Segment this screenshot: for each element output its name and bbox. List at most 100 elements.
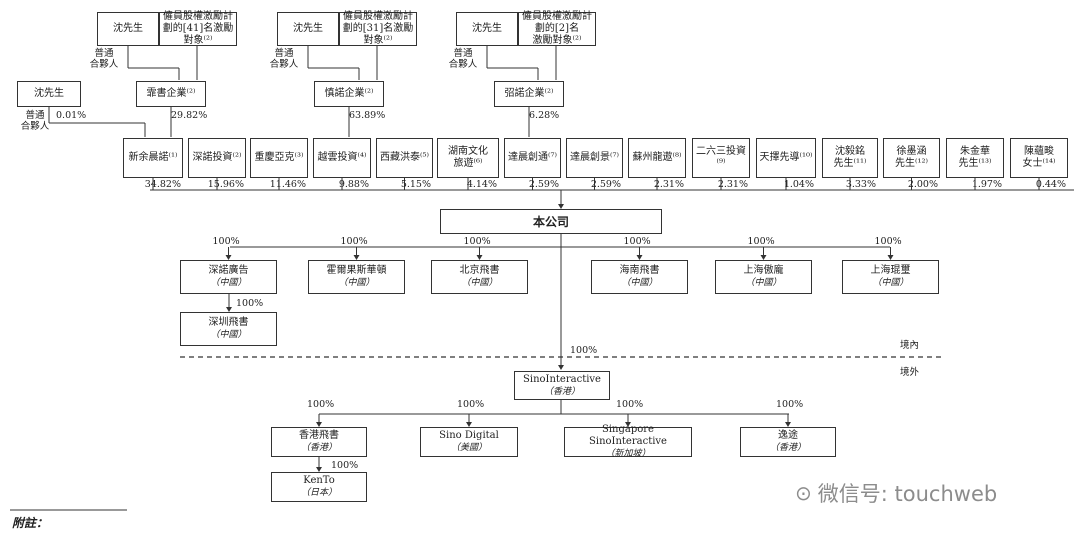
shareholder-4-text: 西藏洪泰⁽⁵⁾ bbox=[380, 152, 429, 163]
gp-box-1: 沈先生 bbox=[277, 12, 339, 46]
company-box: 本公司 bbox=[440, 209, 662, 234]
domestic-pct-4: 100% bbox=[747, 236, 775, 247]
shareholder-pct-0: 34.82% bbox=[144, 179, 181, 190]
mid-entity-0-text: 霏書企業⁽²⁾ bbox=[146, 88, 196, 99]
overseas-sub-0-text: 香港飛書 bbox=[299, 430, 339, 441]
plan-box-1-text: 劃的[31]名激勵 bbox=[342, 23, 414, 34]
shareholder-12-text: 先生⁽¹²⁾ bbox=[895, 158, 928, 169]
domestic-arrow-1 bbox=[353, 255, 360, 260]
mid-entity-2-text: 弨諾企業⁽²⁾ bbox=[504, 88, 554, 99]
shareholder-pct-8: 2.31% bbox=[653, 179, 684, 190]
hk-pct: 100% bbox=[570, 345, 598, 356]
shareholder-0: 新余晨諾⁽¹⁾ bbox=[123, 138, 183, 178]
shareholder-14-text: 女士⁽¹⁴⁾ bbox=[1022, 158, 1056, 169]
domestic-label: 境內 bbox=[900, 340, 920, 351]
domestic-sub-2: 北京飛書（中國） bbox=[431, 260, 528, 294]
shareholder-5: 湖南文化旅遊⁽⁶⁾ bbox=[437, 138, 499, 178]
shareholder-1-text: 深諾投資⁽²⁾ bbox=[192, 152, 242, 163]
kento-box-text: KenTo bbox=[303, 475, 335, 486]
shareholder-pct-9: 2.31% bbox=[717, 179, 748, 190]
shareholder-3: 越雲投資⁽⁴⁾ bbox=[313, 138, 371, 178]
overseas-sub-0: 香港飛書 （香港） bbox=[271, 427, 367, 457]
shareholder-5-text: 旅遊⁽⁶⁾ bbox=[453, 158, 483, 169]
shareholder-13-text: 先生⁽¹³⁾ bbox=[958, 158, 992, 169]
watermark-text: 微信号: touchweb bbox=[817, 482, 998, 506]
plan-box-2-text: 激勵對象⁽²⁾ bbox=[532, 35, 582, 46]
gp-label-2: 普通合夥人 bbox=[443, 48, 483, 70]
domestic-sub-4-text: 上海傲龐 bbox=[743, 265, 784, 276]
shareholder-5-text: 湖南文化 bbox=[448, 146, 488, 157]
shareholder-1: 深諾投資⁽²⁾ bbox=[188, 138, 246, 178]
gp-label-0-line: 普通 bbox=[94, 48, 114, 59]
gp-label-0-line: 合夥人 bbox=[89, 59, 119, 70]
gp-box-2-text: 沈先生 bbox=[472, 23, 502, 34]
gp-label-1-line: 普通 bbox=[274, 48, 294, 59]
left-gp-pct: 0.01% bbox=[56, 110, 87, 121]
overseas-sub-0-text: （香港） bbox=[300, 443, 337, 453]
shareholder-11-text: 先生⁽¹¹⁾ bbox=[833, 158, 867, 169]
domestic-arrow-0 bbox=[225, 255, 232, 260]
shareholder-7-text: 達晨創景⁽⁷⁾ bbox=[570, 152, 619, 163]
mid-entity-0: 霏書企業⁽²⁾ bbox=[136, 81, 206, 107]
shareholder-10: 天擇先導⁽¹⁰⁾ bbox=[756, 138, 816, 178]
domestic-arrow-3 bbox=[636, 255, 643, 260]
domestic-pct-0: 100% bbox=[212, 236, 240, 247]
shenzhen-box-text: 深圳飛書 bbox=[208, 317, 249, 328]
domestic-pct-1: 100% bbox=[340, 236, 368, 247]
shareholder-pct-12: 2.00% bbox=[907, 179, 938, 190]
shareholder-9-text: 二六三投資⁽⁹⁾ bbox=[696, 146, 746, 169]
mid-pct-2: 6.28% bbox=[529, 110, 560, 121]
gp-label-0: 普通合夥人 bbox=[84, 48, 124, 70]
domestic-sub-2-text: 北京飛書 bbox=[459, 265, 500, 276]
shareholder-12: 徐墨涵先生⁽¹²⁾ bbox=[883, 138, 940, 178]
domestic-sub-1-text: （中國） bbox=[338, 278, 375, 288]
shenzhen-pct: 100% bbox=[236, 298, 264, 309]
wechat-icon: ⊙ bbox=[795, 481, 812, 505]
overseas-pct-0: 100% bbox=[307, 399, 335, 410]
left-gp-label-line: 普通 bbox=[25, 110, 45, 121]
shareholder-11: 沈毅銘先生⁽¹¹⁾ bbox=[822, 138, 878, 178]
shareholder-pct-10: 1.04% bbox=[783, 179, 814, 190]
shenzhen-box: 深圳飛書（中國） bbox=[180, 312, 277, 346]
overseas-pct-3: 100% bbox=[776, 399, 804, 410]
overseas-arrow-1 bbox=[466, 422, 472, 427]
shareholder-2: 重慶亞克⁽³⁾ bbox=[250, 138, 308, 178]
gp-label-1-line: 合夥人 bbox=[269, 59, 299, 70]
mid-entity-1: 慎諾企業⁽²⁾ bbox=[314, 81, 384, 107]
shareholder-11-text: 沈毅銘 bbox=[835, 146, 865, 157]
overseas-arrow-0 bbox=[316, 422, 322, 427]
shareholder-9: 二六三投資⁽⁹⁾ bbox=[692, 138, 750, 178]
domestic-arrow-4 bbox=[760, 255, 767, 260]
domestic-arrow-5 bbox=[887, 255, 894, 260]
mid-pct-1: 63.89% bbox=[349, 110, 386, 121]
shareholder-pct-4: 5.15% bbox=[400, 179, 431, 190]
shareholder-2-text: 重慶亞克⁽³⁾ bbox=[254, 152, 304, 163]
hk-parent-box-text: （香港） bbox=[543, 386, 580, 397]
gp-label-2-line: 普通 bbox=[453, 48, 473, 59]
domestic-sub-5-text: 上海琨璽 bbox=[870, 265, 911, 276]
plan-box-1-text: 對象⁽²⁾ bbox=[363, 35, 393, 46]
overseas-sub-1-text: Sino Digital bbox=[439, 430, 499, 441]
footnote-label: 附註： bbox=[12, 516, 49, 530]
plan-box-2: 僱員股權激勵計劃的[2]名激勵對象⁽²⁾ bbox=[518, 11, 596, 46]
gp-box-1-text: 沈先生 bbox=[293, 23, 323, 34]
shareholder-8: 蘇州龍遨⁽⁸⁾ bbox=[628, 138, 686, 178]
domestic-arrow-2 bbox=[476, 255, 483, 260]
domestic-sub-5: 上海琨璽 （中國） bbox=[842, 260, 939, 294]
gp-box-0-text: 沈先生 bbox=[113, 23, 143, 34]
domestic-sub-4-text: （中國） bbox=[745, 278, 782, 288]
overseas-label: 境外 bbox=[900, 367, 920, 378]
domestic-sub-0: 深諾廣告（中國） bbox=[180, 260, 277, 294]
plan-box-0-text: 劃的[41]名激勵 bbox=[162, 23, 234, 34]
domestic-sub-3-text: （中國） bbox=[621, 278, 658, 288]
shareholder-pct-5: 4.14% bbox=[466, 179, 497, 190]
shareholder-14: 陳蘊畯女士⁽¹⁴⁾ bbox=[1010, 138, 1068, 178]
hk-arrow bbox=[558, 365, 564, 370]
shareholder-4: 西藏洪泰⁽⁵⁾ bbox=[376, 138, 433, 178]
kento-arrow bbox=[316, 467, 322, 472]
domestic-sub-5-text: （中國） bbox=[872, 278, 909, 288]
mid-pct-0: 29.82% bbox=[171, 110, 208, 121]
plan-box-1: 僱員股權激勵計劃的[31]名激勵對象⁽²⁾ bbox=[339, 11, 417, 46]
overseas-sub-3-text: （香港） bbox=[769, 443, 806, 453]
